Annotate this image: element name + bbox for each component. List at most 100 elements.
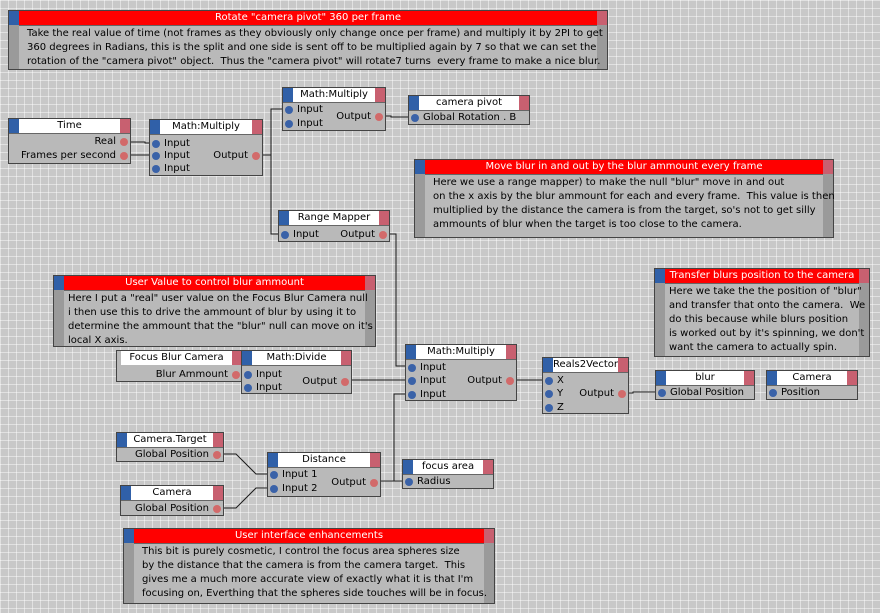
port-input: Input [293,229,319,240]
node-range-mapper[interactable]: Range Mapper Input Output [278,210,390,242]
input-port-dot[interactable] [545,377,553,385]
wire-camera-to-distance [222,487,274,509]
node-math-multiply-2[interactable]: Math:Multiply Input Input Output [282,87,386,131]
input-port-dot[interactable] [244,371,252,379]
note-text: This bit is purely cosmetic, I control t… [142,546,488,599]
note-move-blur[interactable]: Move blur in and out by the blur ammount… [414,159,835,238]
input-port-dot[interactable] [769,389,777,397]
note-text: Here we use a range mapper) to make the … [433,177,835,230]
input-port-dot[interactable] [408,391,416,399]
port-input-1: Input 1 [282,469,318,480]
note-title: User Value to control blur ammount [125,277,304,288]
port-output: Output [336,111,371,122]
note-text: Here we take the the position of "blur" … [669,286,866,353]
node-title: Distance [302,454,346,465]
output-port-dot[interactable] [618,390,626,398]
port-output: Output [213,150,248,161]
port-output: Output [340,229,375,240]
output-port-dot[interactable] [213,451,221,459]
port-input: Input [420,389,446,400]
input-port-dot[interactable] [281,231,289,239]
port-global-position: Global Position [134,449,209,460]
note-transfer-blur[interactable]: Transfer blurs position to the camera He… [654,268,870,357]
node-camera-target-position[interactable]: Camera Position [766,370,858,400]
note-title: Rotate "camera pivot" 360 per frame [214,12,402,23]
input-port-dot[interactable] [152,152,160,160]
port-input: Input [420,362,446,373]
note-ui-enhancements[interactable]: User interface enhancements This bit is … [123,528,495,604]
node-title: Math:Multiply [300,89,368,100]
note-rotate-camera-pivot[interactable]: Rotate "camera pivot" 360 per frame Take… [8,10,608,70]
output-port-dot[interactable] [506,377,514,385]
node-focus-area[interactable]: focus area Radius [402,459,494,489]
input-port-dot[interactable] [270,471,278,479]
port-input: Input [420,375,446,386]
node-distance[interactable]: Distance Input 1 Input 2 Output [267,452,381,497]
port-input: Input [256,382,282,393]
note-title: Transfer blurs position to the camera [669,270,855,281]
input-port-dot[interactable] [408,377,416,385]
port-x: X [557,375,564,386]
node-camera-pivot[interactable]: camera pivot Global Rotation . B [408,95,530,125]
port-input: Input [164,163,190,174]
node-reals2vector[interactable]: Reals2Vector X Y Z Output [542,357,629,414]
note-text: Here I put a "real" user value on the Fo… [68,293,373,346]
port-output: Output [331,477,366,488]
node-title: camera pivot [435,97,503,108]
node-title: focus area [421,461,475,472]
node-math-multiply-3[interactable]: Math:Multiply Input Input Input Output [405,344,517,401]
input-port-dot[interactable] [285,106,293,114]
output-port-dot[interactable] [232,371,240,379]
output-port-dot[interactable] [120,138,128,146]
input-port-dot[interactable] [545,390,553,398]
input-port-dot[interactable] [408,364,416,372]
node-title: Math:Multiply [172,121,240,132]
port-input: Input [297,104,323,115]
port-global-position: Global Position [134,503,209,514]
node-camera-target[interactable]: Camera.Target Global Position [116,432,224,462]
port-global-rotation-b: Global Rotation . B [423,112,517,123]
wire-cameratarget-to-distance [222,453,274,475]
node-title: Camera [792,372,832,383]
note-title: User interface enhancements [234,530,384,541]
node-camera[interactable]: Camera Global Position [120,485,224,516]
output-port-dot[interactable] [379,231,387,239]
node-title: Camera.Target [133,434,207,445]
input-port-dot[interactable] [152,140,160,148]
node-math-multiply-1[interactable]: Math:Multiply Input Input Input Output [149,119,263,176]
input-port-dot[interactable] [658,389,666,397]
input-port-dot[interactable] [545,404,553,412]
node-title: Focus Blur Camera [121,351,232,365]
output-port-dot[interactable] [370,479,378,487]
input-port-dot[interactable] [405,478,413,486]
output-port-dot[interactable] [213,505,221,513]
port-input: Input [164,150,190,161]
note-text: Take the real value of time (not frames … [27,28,603,67]
note-user-value[interactable]: User Value to control blur ammount Here … [53,275,376,347]
node-title: Range Mapper [297,212,371,223]
port-blur-ammount: Blur Ammount [155,369,228,380]
port-output: Output [302,376,337,387]
input-port-dot[interactable] [411,114,419,122]
port-input: Input [256,369,282,380]
node-math-divide[interactable]: Math:Divide Input Input Output [241,350,352,394]
port-input-2: Input 2 [282,483,318,494]
port-y: Y [557,388,564,399]
node-focus-blur-camera[interactable]: Focus Blur Camera Blur Ammount [116,350,243,382]
node-title: blur [695,372,715,383]
input-port-dot[interactable] [285,120,293,128]
node-time[interactable]: Time Real Frames per second [8,118,131,164]
port-radius: Radius [417,476,451,487]
input-port-dot[interactable] [270,485,278,493]
port-global-position: Global Position [670,387,745,398]
output-port-dot[interactable] [120,152,128,160]
input-port-dot[interactable] [244,384,252,392]
input-port-dot[interactable] [152,165,160,173]
output-port-dot[interactable] [252,152,260,160]
port-real: Real [94,136,116,147]
wire-reals2vector-to-blur [627,391,662,394]
node-blur[interactable]: blur Global Position [655,370,755,400]
output-port-dot[interactable] [341,378,349,386]
output-port-dot[interactable] [375,113,383,121]
